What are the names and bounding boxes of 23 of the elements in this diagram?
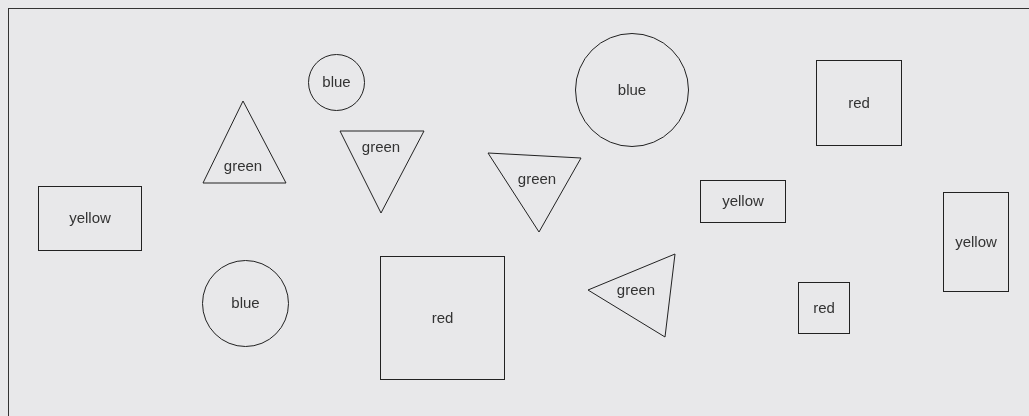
rectangle-shape <box>798 282 850 334</box>
rectangle-shape <box>943 192 1009 292</box>
shape-label: red <box>431 307 454 328</box>
rectangle-shape <box>700 180 786 223</box>
shape-label: yellow <box>69 208 111 229</box>
shape-label: yellow <box>722 191 764 212</box>
shape-label: yellow <box>955 231 997 252</box>
shape-label: green <box>616 279 656 300</box>
triangle-shape <box>487 152 582 233</box>
shape-label: green <box>517 168 557 189</box>
shape-label: green <box>361 136 401 157</box>
triangle-shape <box>202 100 287 184</box>
rectangle-shape <box>38 186 142 251</box>
shape-label: green <box>223 155 263 176</box>
triangle-shape <box>339 130 425 214</box>
shape-label: blue <box>617 79 647 100</box>
shape-label: red <box>813 297 835 318</box>
shape-label: blue <box>231 293 260 314</box>
rectangle-shape <box>816 60 902 146</box>
triangle-shape <box>587 253 676 338</box>
shape-label: blue <box>322 72 351 93</box>
shape-label: red <box>848 92 870 113</box>
rectangle-shape <box>380 256 505 380</box>
